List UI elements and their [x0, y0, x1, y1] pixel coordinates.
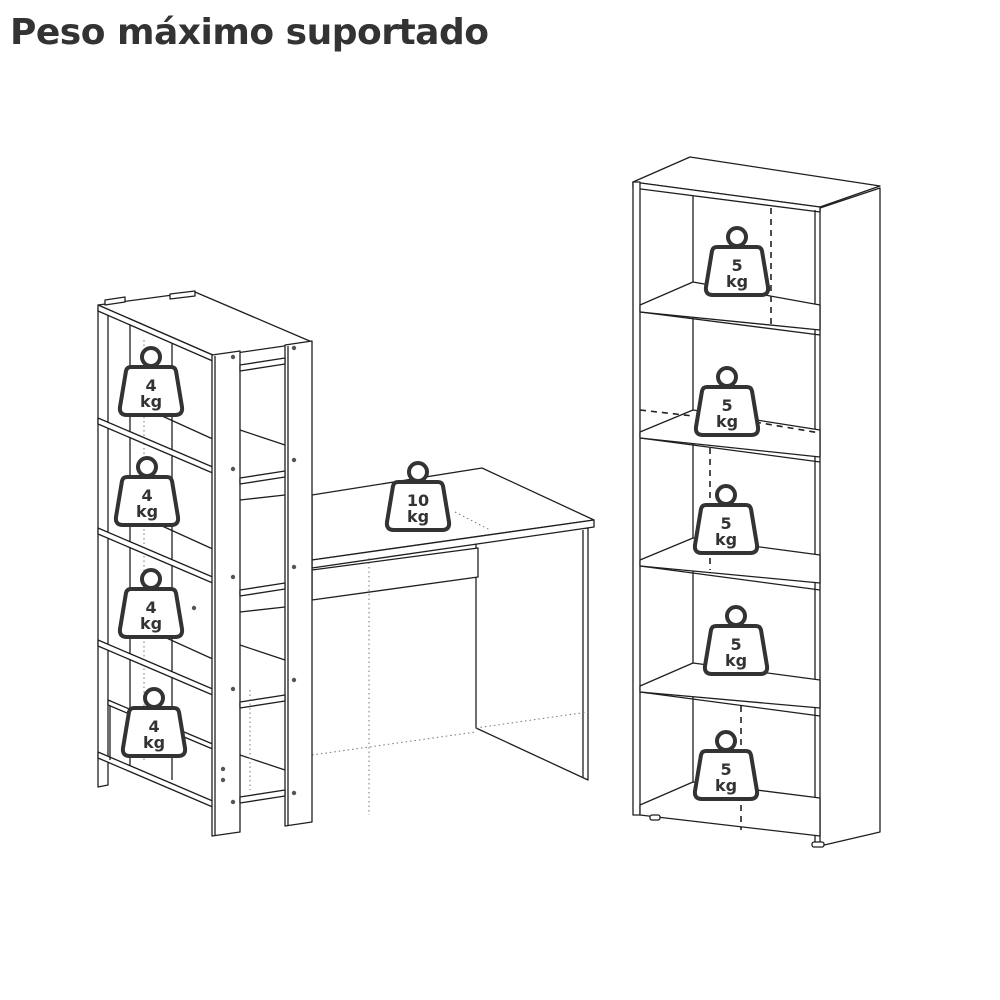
weight-icon-right-4: 5 kg	[702, 605, 770, 676]
weight-icon-left-1: 4 kg	[117, 346, 185, 417]
weight-value: 4	[141, 486, 152, 505]
weight-value: 5	[730, 635, 741, 654]
weight-icon-desk: 10 kg	[384, 461, 452, 532]
weight-unit: kg	[725, 651, 747, 670]
tall-bookcase	[632, 156, 881, 848]
weight-value: 4	[145, 376, 156, 395]
weight-unit: kg	[136, 502, 158, 521]
weight-unit: kg	[716, 412, 738, 431]
left-shelf-unit	[97, 290, 313, 837]
weight-unit: kg	[140, 392, 162, 411]
weight-value: 4	[148, 717, 159, 736]
weight-unit: kg	[726, 272, 748, 291]
weight-unit: kg	[715, 776, 737, 795]
weight-value: 4	[145, 598, 156, 617]
weight-unit: kg	[407, 507, 429, 526]
weight-icon-right-2: 5 kg	[693, 366, 761, 437]
weight-icon-left-3: 4 kg	[117, 568, 185, 639]
weight-icon-left-2: 4 kg	[113, 456, 181, 527]
weight-unit: kg	[143, 733, 165, 752]
weight-icon-right-3: 5 kg	[692, 484, 760, 555]
page-title: Peso máximo suportado	[10, 12, 489, 53]
weight-icon-right-1: 5 kg	[703, 226, 771, 297]
weight-value: 5	[720, 514, 731, 533]
weight-icon-left-4: 4 kg	[120, 687, 188, 758]
weight-value: 5	[731, 256, 742, 275]
weight-value: 5	[721, 396, 732, 415]
weight-unit: kg	[140, 614, 162, 633]
weight-icon-right-5: 5 kg	[692, 730, 760, 801]
desk	[311, 467, 595, 815]
weight-value: 10	[407, 491, 429, 510]
weight-unit: kg	[715, 530, 737, 549]
weight-value: 5	[720, 760, 731, 779]
